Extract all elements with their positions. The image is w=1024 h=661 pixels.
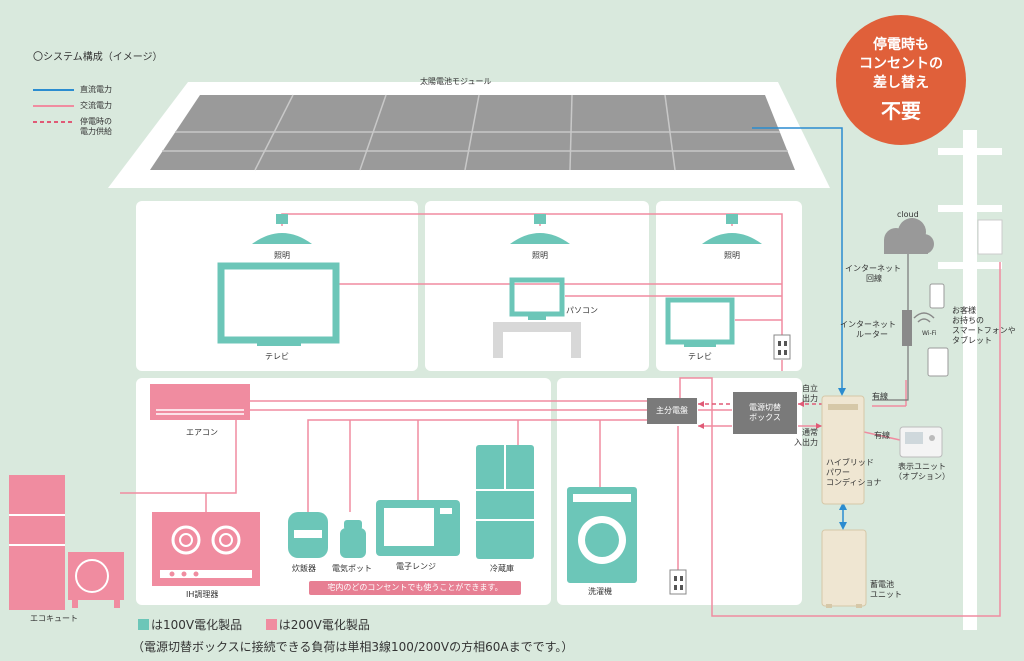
room-living [136, 201, 418, 371]
room-bedroom [656, 201, 802, 371]
wired-label-2: 有線 [874, 431, 890, 440]
wifi-label: Wi-Fi [922, 330, 937, 337]
footer-100v: は100V電化製品 [151, 618, 243, 632]
pcs-label-2: パワー [826, 468, 850, 477]
washer-label: 洗濯機 [588, 587, 612, 596]
badge-line-2: コンセントの [859, 56, 943, 73]
smartphone-icon [927, 283, 949, 377]
aircon-icon [150, 384, 250, 420]
cloud-label: cloud [897, 210, 919, 219]
main-panel-label: 主分電盤 [656, 406, 688, 416]
power-switch-box: 電源切替 ボックス [733, 392, 797, 434]
footer-200v: は200V電化製品 [278, 618, 370, 632]
rice-cooker-icon [288, 512, 328, 558]
display-unit-icon [899, 426, 943, 458]
legend-outage-1: 停電時の [80, 117, 112, 126]
footer-note: （電源切替ボックスに接続できる負荷は単相3線100/200Vの方相60Aまでです… [132, 640, 574, 654]
room-study [425, 201, 649, 371]
battery-label-1: 蓄電池 [870, 580, 894, 589]
battery-unit-icon [821, 529, 867, 608]
fridge-label: 冷蔵庫 [490, 564, 514, 573]
legend-lines [33, 89, 74, 123]
pc-icon [493, 277, 581, 358]
normal-io-label-2: 入出力 [794, 438, 818, 447]
normal-io-label-1: 通常 [802, 428, 818, 437]
display-unit-label-1: 表示ユニット [898, 462, 946, 471]
ac-wiring [120, 213, 1001, 617]
self-output-label-2: 出力 [802, 394, 818, 403]
badge-line-3: 差し替え [873, 74, 929, 91]
microwave-icon [376, 500, 460, 556]
pink-swatch [265, 619, 277, 630]
pc-label: パソコン [566, 306, 598, 315]
power-conditioner-icon [821, 395, 865, 505]
light-label-1: 照明 [274, 251, 290, 260]
network-wiring [872, 254, 909, 401]
pcs-label-3: コンディショナ [826, 478, 882, 487]
electric-pot-label: 電気ポット [332, 564, 372, 573]
footer-legend: は100V電化製品 は200V電化製品 [138, 618, 370, 633]
display-unit-label-2: （オプション） [894, 472, 950, 481]
main-panel-box: 主分電盤 [647, 398, 697, 424]
dc-arrow-heads [838, 388, 847, 530]
internet-line-label-2: 回線 [866, 274, 882, 283]
refrigerator-icon [476, 445, 534, 559]
rice-cooker-label: 炊飯器 [292, 564, 316, 573]
light-label-2: 照明 [532, 251, 548, 260]
tv-stand [257, 340, 716, 347]
smart-label-1: お客様 [952, 306, 976, 315]
arrow-heads [698, 401, 822, 429]
self-output-label-1: 自立 [802, 384, 818, 393]
light-icon [252, 214, 762, 248]
no-outlet-swap-badge: 停電時も コンセントの 差し替え 不要 [836, 15, 966, 145]
tv-label-1: テレビ [265, 352, 289, 361]
light-label-3: 照明 [724, 251, 740, 260]
microwave-label: 電子レンジ [396, 562, 436, 571]
outlet-icon [669, 334, 791, 595]
legend-ac: 交流電力 [80, 101, 112, 110]
internet-line-label-1: インターネット [845, 264, 901, 273]
wifi-icon [913, 312, 935, 323]
diagram-title: 〇システム構成（イメージ） [33, 52, 163, 63]
router-icon [902, 310, 912, 346]
ih-cooker-icon [152, 512, 260, 586]
router-label-2: ルーター [856, 330, 888, 339]
battery-label-2: ユニット [870, 590, 902, 599]
pcs-label-1: ハイブリッド [826, 458, 874, 467]
any-outlet-banner: 宅内のどのコンセントでも使うことができます。 [309, 581, 521, 595]
solar-module-label: 太陽電池モジュール [420, 77, 492, 86]
cloud-icon [884, 218, 934, 254]
legend-dc: 直流電力 [80, 85, 112, 94]
badge-big-text: 不要 [881, 98, 921, 123]
smart-label-4: タブレット [952, 336, 992, 345]
ih-label: IH調理器 [186, 590, 219, 599]
teal-swatch [138, 619, 149, 630]
ecocute-icon [9, 475, 124, 610]
smart-label-3: スマートフォンや [952, 326, 1016, 335]
switch-label-2: ボックス [749, 413, 781, 422]
router-label-1: インターネット [840, 320, 896, 329]
electric-pot-icon [340, 520, 366, 558]
wired-label-1: 有線 [872, 392, 888, 401]
ecocute-label: エコキュート [30, 614, 78, 623]
legend-outage-2: 電力供給 [80, 127, 112, 136]
tv-label-2: テレビ [688, 352, 712, 361]
switch-label-1: 電源切替 [749, 403, 781, 413]
badge-line-1: 停電時も [873, 37, 929, 54]
aircon-label: エアコン [186, 428, 218, 437]
smart-label-2: お持ちの [952, 316, 984, 325]
utility-pole [938, 130, 1003, 630]
washing-machine-icon [567, 487, 637, 583]
solar-panel-grid [162, 94, 788, 171]
